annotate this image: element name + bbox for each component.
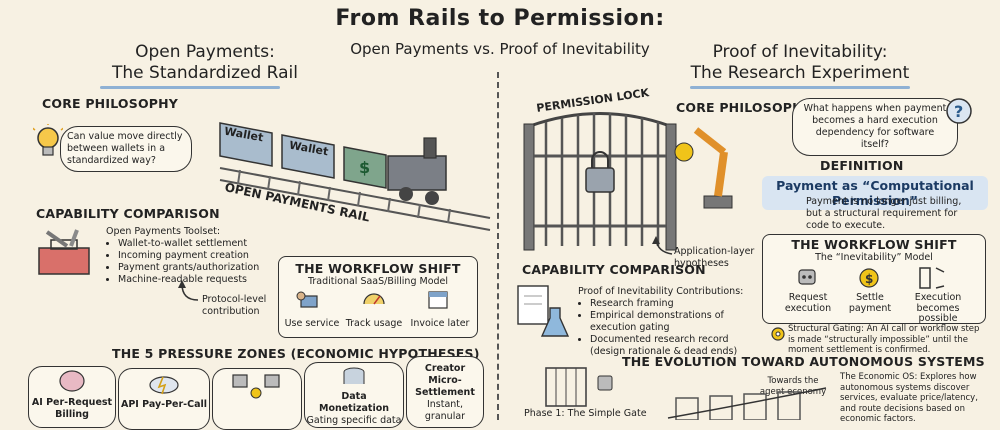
left-step-2: Track usage bbox=[345, 318, 403, 329]
left-workflow-title: THE WORKFLOW SHIFT bbox=[295, 261, 461, 276]
main-subtitle: Open Payments vs. Proof of Inevitability bbox=[350, 40, 650, 58]
robot-arm-icon bbox=[674, 127, 733, 209]
contrib-item: Documented research record (design ratio… bbox=[590, 334, 766, 358]
main-title: From Rails to Permission: bbox=[335, 6, 665, 31]
economic-os-note: The Economic OS: Explores how autonomous… bbox=[840, 372, 978, 424]
brain-icon bbox=[59, 370, 85, 392]
right-capability-heading: CAPABILITY COMPARISON bbox=[522, 262, 706, 277]
right-heading-line2: The Research Experiment bbox=[690, 63, 910, 83]
app-layer-note: Application-layer hypotheses bbox=[674, 246, 755, 269]
left-heading-underline bbox=[100, 86, 280, 89]
toolset-title: Open Payments Toolset: bbox=[106, 226, 221, 237]
contrib-title: Proof of Inevitability Contributions: bbox=[578, 286, 744, 297]
zone-label: AI Per-Request Billing bbox=[31, 397, 113, 420]
open-gate-icon bbox=[919, 267, 945, 289]
lightbulb-icon bbox=[33, 124, 63, 156]
gate-illustration bbox=[523, 112, 677, 251]
toolset-box: Open Payments Toolset: Wallet-to-wallet … bbox=[106, 226, 296, 286]
right-step-3: Execution becomes possible bbox=[914, 292, 962, 324]
left-heading: Open Payments: The Standardized Rail bbox=[70, 42, 340, 84]
right-workflow-title: THE WORKFLOW SHIFT bbox=[791, 237, 957, 252]
protocol-note: Protocol-level contribution bbox=[202, 294, 267, 317]
gate-path-illustration bbox=[667, 387, 827, 420]
curved-arrow-icon bbox=[178, 280, 199, 301]
evolution-title: THE EVOLUTION TOWARD AUTONOMOUS SYSTEMS bbox=[622, 354, 985, 369]
zone-card: Creator Micro-Settlement Instant, granul… bbox=[406, 356, 484, 428]
train-illustration bbox=[219, 122, 491, 231]
right-question-bubble: What happens when payment becomes a hard… bbox=[792, 98, 958, 156]
left-step-1: Use service bbox=[284, 318, 340, 329]
contrib-box: Proof of Inevitability Contributions: Re… bbox=[578, 286, 766, 358]
right-step-2: Settle payment bbox=[848, 292, 892, 314]
right-step-1: Request execution bbox=[784, 292, 832, 314]
zone-label: API Pay-Per-Call bbox=[120, 399, 208, 410]
definition-note: Payment is no longer just billing, but a… bbox=[806, 196, 962, 231]
zone-card: Data Monetization Gating specific data bbox=[304, 362, 404, 428]
svg-text:?: ? bbox=[954, 102, 963, 121]
left-step-3: Invoice later bbox=[410, 318, 470, 329]
notebook-flask-icon bbox=[517, 285, 570, 337]
robot-icon bbox=[798, 269, 816, 285]
question-icon: ? bbox=[946, 98, 972, 124]
contrib-item: Empirical demonstrations of execution ga… bbox=[590, 310, 766, 334]
left-capability-heading: CAPABILITY COMPARISON bbox=[36, 206, 220, 221]
dollar-icon: $ bbox=[359, 158, 371, 177]
zone-card bbox=[212, 368, 302, 430]
coin-icon: $ bbox=[859, 268, 879, 288]
zone-card: API Pay-Per-Call bbox=[118, 368, 210, 430]
left-heading-line1: Open Payments: bbox=[135, 42, 275, 62]
right-workflow-sub: The “Inevitability” Model bbox=[815, 252, 933, 263]
right-heading-underline bbox=[690, 86, 910, 89]
contrib-item: Research framing bbox=[590, 298, 766, 310]
pressure-zones-title: THE 5 PRESSURE ZONES (ECONOMIC HYPOTHESE… bbox=[112, 346, 480, 361]
left-heading-line2: The Standardized Rail bbox=[112, 63, 298, 83]
left-workflow-sub: Traditional SaaS/Billing Model bbox=[307, 276, 449, 287]
left-core-philosophy: CORE PHILOSOPHY bbox=[42, 96, 179, 111]
gating-note: Structural Gating: An AI call or workflo… bbox=[788, 324, 980, 355]
toolset-item: Machine-readable requests bbox=[118, 274, 296, 286]
toolset-item: Payment grants/authorization bbox=[118, 262, 296, 274]
toolbox-icon bbox=[38, 229, 90, 275]
toolset-item: Wallet-to-wallet settlement bbox=[118, 238, 296, 250]
zone-label: Data Monetization bbox=[318, 391, 389, 414]
zone-sublabel: Gating specific data bbox=[306, 415, 402, 426]
right-heading-line1: Proof of Inevitability: bbox=[712, 42, 888, 62]
gauge-icon bbox=[363, 293, 385, 305]
right-heading: Proof of Inevitability: The Research Exp… bbox=[660, 42, 940, 84]
toolset-item: Incoming payment creation bbox=[118, 250, 296, 262]
center-divider bbox=[497, 72, 499, 420]
zone-label: Creator Micro-Settlement bbox=[415, 363, 475, 398]
svg-text:$: $ bbox=[865, 272, 873, 286]
database-icon bbox=[343, 367, 365, 384]
right-core-philosophy: CORE PHILOSOPHY bbox=[676, 100, 813, 115]
robots-icon bbox=[232, 374, 280, 399]
phase-1-label: Phase 1: The Simple Gate bbox=[524, 408, 647, 419]
cloud-icon bbox=[149, 376, 179, 395]
left-question-bubble: Can value move directly between wallets … bbox=[60, 126, 192, 172]
zone-sublabel: Instant, granular bbox=[424, 399, 466, 422]
pointer-arrow-icon bbox=[652, 236, 673, 255]
person-computer-icon bbox=[296, 291, 318, 308]
calendar-icon bbox=[428, 291, 448, 309]
gear-icon bbox=[771, 327, 785, 341]
simple-gate-icon bbox=[545, 367, 613, 407]
definition-title: DEFINITION bbox=[820, 158, 904, 173]
zone-card: AI Per-Request Billing bbox=[28, 366, 116, 428]
definition-text: Payment as “Computational Permission” bbox=[762, 176, 988, 210]
